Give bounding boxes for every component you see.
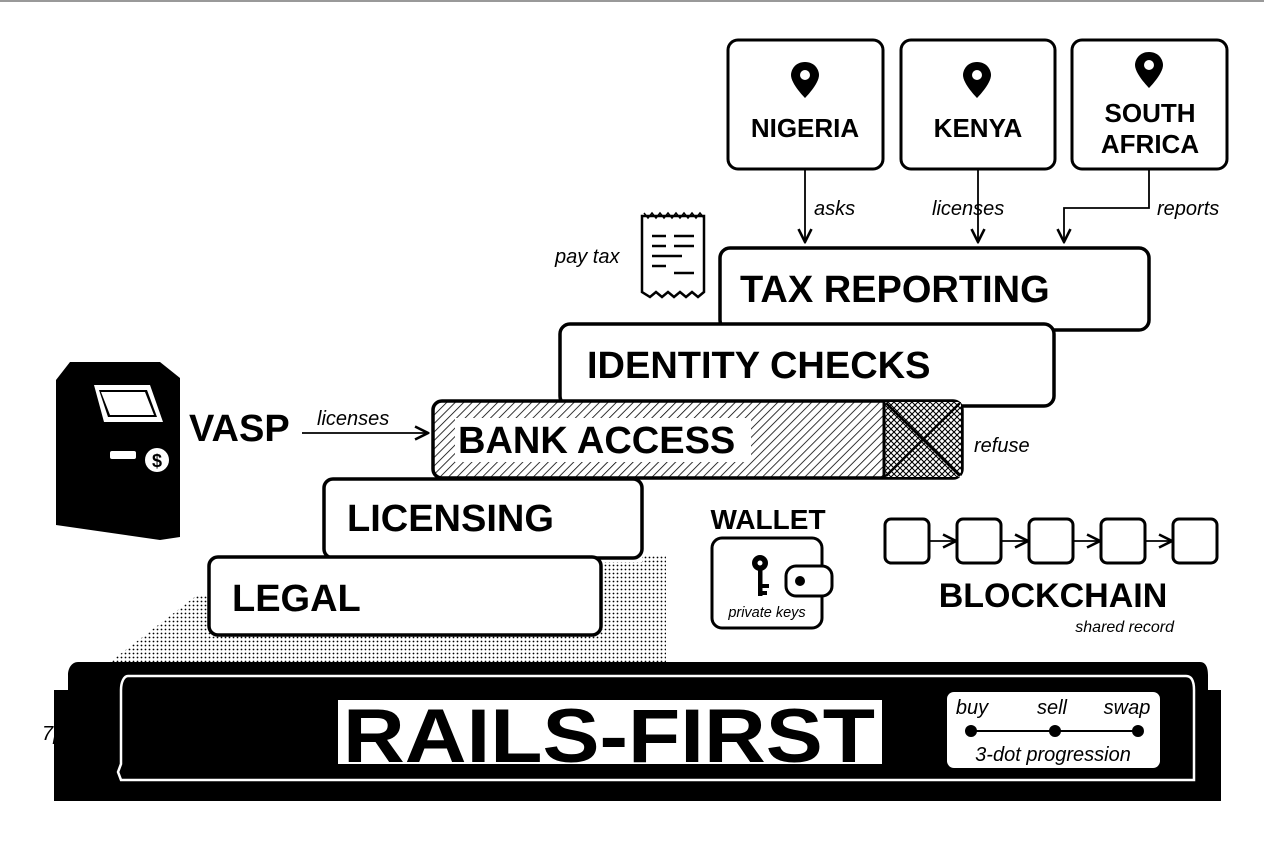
layer-label-legal: LEGAL: [232, 578, 361, 620]
progression-dot-buy: [965, 725, 977, 737]
blockchain-block: [883, 517, 931, 565]
region-label-south: SOUTH: [1105, 98, 1196, 128]
region-label-africa: AFRICA: [1101, 129, 1199, 159]
progression-step-sell: sell: [1037, 697, 1068, 719]
layer-tax-reporting: TAX REPORTING: [718, 246, 1151, 332]
atm-machine-icon: $: [56, 362, 180, 540]
blockchain-title: BLOCKCHAIN: [939, 577, 1168, 615]
blockchain-caption: shared record: [1075, 619, 1175, 636]
blockchain-block: [1099, 517, 1147, 565]
region-nigeria: NIGERIA: [726, 38, 885, 171]
progression-step-swap: swap: [1104, 697, 1151, 719]
layer-licensing: LICENSING: [322, 477, 644, 560]
arrow-icon: [1064, 170, 1150, 242]
location-pin-icon: [791, 62, 819, 98]
dollar-icon: $: [145, 448, 169, 472]
rail-title: RAILS-FIRST: [343, 694, 875, 779]
location-pin-icon: [963, 62, 991, 98]
rail: RAILS-FIRST buy sell swap 3-dot progress…: [54, 662, 1221, 801]
wallet-caption: private keys: [727, 605, 805, 621]
blockchain-block: [1027, 517, 1075, 565]
region-action-asks: asks: [814, 198, 855, 220]
region-action-reports: reports: [1157, 198, 1219, 220]
receipt-label: pay tax: [554, 246, 620, 268]
svg-text:$: $: [152, 451, 162, 471]
refuse-label: refuse: [974, 435, 1030, 457]
vasp-arrow-label: licenses: [317, 408, 389, 430]
layer-identity-checks: IDENTITY CHECKS: [558, 322, 1056, 408]
layer-label-bank-access: BANK ACCESS: [458, 420, 735, 462]
blockchain-chain: [883, 517, 1219, 565]
wallet-title: WALLET: [710, 504, 825, 535]
location-pin-icon: [1135, 52, 1163, 88]
layer-legal: LEGAL: [207, 555, 603, 637]
region-label-nigeria: NIGERIA: [751, 113, 860, 143]
progression-dot-swap: [1132, 725, 1144, 737]
layer-label-identity-checks: IDENTITY CHECKS: [587, 345, 930, 387]
region-label-kenya: KENYA: [934, 113, 1023, 143]
progression-panel: buy sell swap 3-dot progression: [947, 692, 1160, 768]
blockchain-block: [1171, 517, 1219, 565]
rail-side-label: 7px: [42, 723, 75, 745]
layer-bank-access: BANK ACCESS: [431, 399, 964, 480]
layer-label-licensing: LICENSING: [347, 498, 554, 540]
progression-dot-sell: [1049, 725, 1061, 737]
progression-step-buy: buy: [956, 697, 989, 719]
vasp-label: VASP: [189, 408, 290, 450]
progression-caption: 3-dot progression: [975, 744, 1131, 766]
wallet-icon: private keys: [710, 536, 834, 630]
region-south-africa: SOUTH AFRICA: [1070, 38, 1229, 171]
region-kenya: KENYA: [899, 38, 1057, 171]
receipt-icon: [640, 211, 706, 299]
key-icon: [752, 555, 769, 596]
region-action-licenses: licenses: [932, 198, 1004, 220]
layer-label-tax-reporting: TAX REPORTING: [740, 269, 1050, 311]
blockchain-block: [955, 517, 1003, 565]
